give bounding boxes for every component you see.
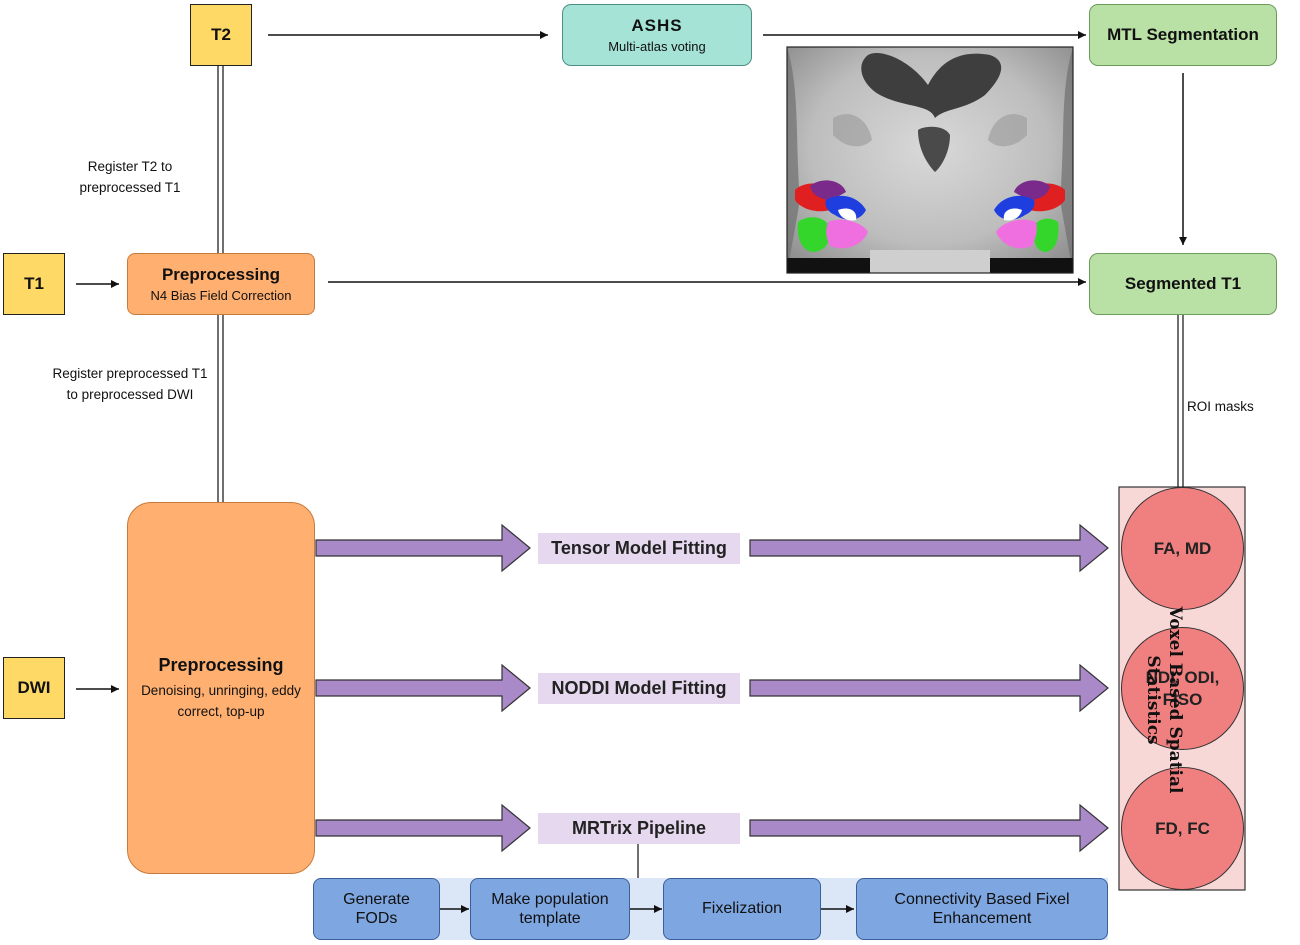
dwi-preprocessing-title: Preprocessing	[158, 654, 284, 675]
dwi-input: DWI	[3, 657, 65, 719]
fat-arrow-noddi-out	[749, 663, 1109, 713]
fd-fc-circle: FD, FC	[1121, 767, 1244, 890]
population-template-step: Make population template	[470, 878, 630, 940]
cbfe-label: Connectivity Based Fixel Enhancement	[894, 891, 1070, 927]
ashs-box: ASHS Multi-atlas voting	[562, 4, 752, 66]
t1-preprocessing-box: Preprocessing N4 Bias Field Correction	[127, 253, 315, 315]
tensor-fitting-label: Tensor Model Fitting	[538, 533, 740, 564]
ashs-title: ASHS	[631, 16, 683, 35]
t1-label: T1	[24, 274, 44, 293]
register-t1-label: Register preprocessed T1 to preprocessed…	[52, 366, 208, 402]
fixelization-step: Fixelization	[663, 878, 821, 940]
ndi-odi-fiso-circle: NDI, ODI, FISO	[1121, 627, 1244, 750]
mrtrix-pipeline-label: MRTrix Pipeline	[538, 813, 740, 844]
fa-md-circle: FA, MD	[1121, 487, 1244, 610]
ashs-subtitle: Multi-atlas voting	[608, 39, 706, 54]
fixelization-label: Fixelization	[701, 900, 783, 917]
fat-arrow-tensor-out	[749, 523, 1109, 573]
mtl-segmentation-box: MTL Segmentation	[1089, 4, 1277, 66]
population-template-label: Make population template	[491, 891, 609, 927]
left-segmentation	[795, 180, 868, 252]
fat-arrow-noddi-in	[315, 663, 531, 713]
mtl-segmentation-label: MTL Segmentation	[1107, 25, 1259, 44]
right-segmentation	[994, 180, 1065, 252]
t1-preprocessing-subtitle: N4 Bias Field Correction	[150, 288, 292, 303]
dwi-preprocessing-box: Preprocessing Denoising, unringing, eddy…	[127, 502, 315, 874]
t1-preprocessing-title: Preprocessing	[161, 265, 281, 284]
fat-arrow-tensor-in	[315, 523, 531, 573]
brain-mri-image	[786, 46, 1074, 274]
roi-masks-label: ROI masks	[1187, 399, 1254, 414]
segmented-t1-box: Segmented T1	[1089, 253, 1277, 315]
fat-arrow-mrtrix-out	[749, 803, 1109, 853]
generate-fods-step: Generate FODs	[313, 878, 440, 940]
cbfe-step: Connectivity Based Fixel Enhancement	[856, 878, 1108, 940]
t1-input: T1	[3, 253, 65, 315]
generate-fods-label: Generate FODs	[343, 891, 410, 927]
dwi-label: DWI	[17, 678, 51, 697]
dwi-preprocessing-subtitle: Denoising, unringing, eddy correct, top-…	[141, 682, 301, 719]
fat-arrow-mrtrix-in	[315, 803, 531, 853]
t2-label: T2	[211, 25, 231, 44]
t2-input: T2	[190, 4, 252, 66]
segmented-t1-label: Segmented T1	[1124, 274, 1242, 293]
noddi-fitting-label: NODDI Model Fitting	[538, 673, 740, 704]
voxel-based-spatial-statistics-label: Voxel Based Spatial Statistics	[1143, 606, 1185, 794]
register-t2-label: Register T2 to preprocessed T1	[79, 159, 181, 195]
